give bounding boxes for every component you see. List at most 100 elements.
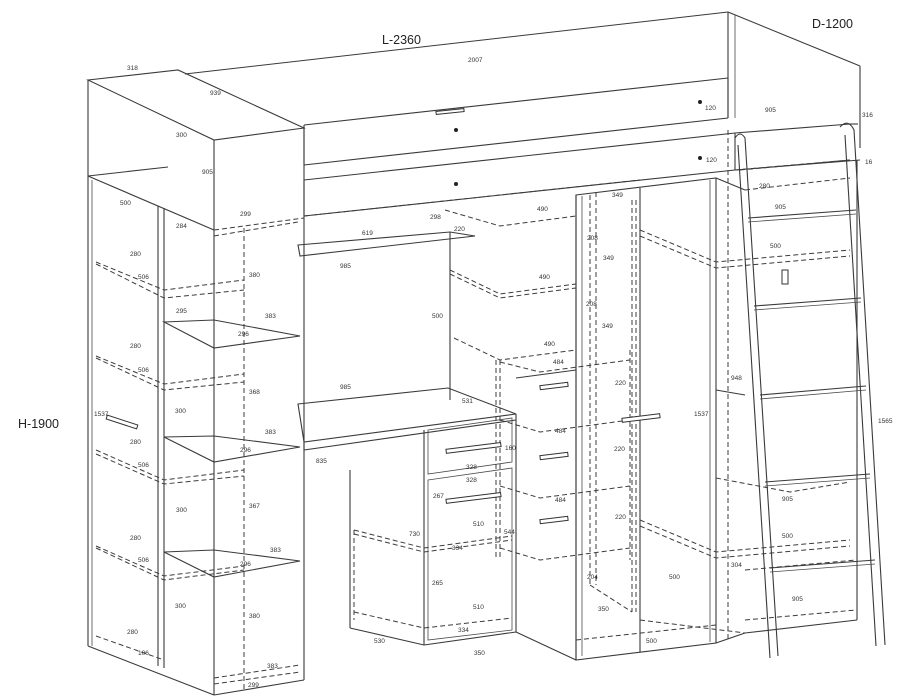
handle-drawer-bottom <box>445 492 502 504</box>
dim-label: 220 <box>614 446 625 453</box>
dim-label: 204 <box>587 574 598 581</box>
dim-label: 300 <box>175 603 186 610</box>
dim-label: 265 <box>432 580 443 587</box>
dim-label: 296 <box>240 447 251 454</box>
dim-label: 280 <box>127 629 138 636</box>
dim-label: 383 <box>265 313 276 320</box>
dim-label: 905 <box>782 496 793 503</box>
dim-label: 484 <box>553 359 564 366</box>
dim-label: 368 <box>249 389 260 396</box>
dim-label: 905 <box>792 596 803 603</box>
overall-height-label: H-1900 <box>18 417 59 431</box>
fixing-dot <box>454 182 458 186</box>
dim-label: 284 <box>176 223 187 230</box>
dim-label: 295 <box>176 308 187 315</box>
dim-label: 120 <box>706 157 717 164</box>
dim-label: 490 <box>537 206 548 213</box>
dim-label: 300 <box>176 132 187 139</box>
dim-label: 300 <box>176 507 187 514</box>
dim-label: 544 <box>504 529 515 536</box>
overall-dimensions: L-2360 D-1200 H-1900 <box>18 17 853 431</box>
dim-label: 280 <box>759 183 770 190</box>
dim-label: 296 <box>238 331 249 338</box>
dim-label: 349 <box>602 323 613 330</box>
dim-label: 220 <box>615 514 626 521</box>
dim-label: 380 <box>249 613 260 620</box>
dim-label: 500 <box>782 533 793 540</box>
dim-label: 208 <box>586 301 597 308</box>
handle-tower <box>105 414 139 430</box>
dim-label: 2007 <box>468 57 483 64</box>
dim-label: 334 <box>458 627 469 634</box>
furniture-outline <box>86 11 861 696</box>
dim-label: 730 <box>409 531 420 538</box>
ladder-rung <box>759 385 867 400</box>
dim-label: 1537 <box>694 411 709 418</box>
overall-length-label: L-2360 <box>382 33 421 47</box>
handles <box>105 100 789 525</box>
dim-label: 120 <box>705 105 716 112</box>
dim-label: 280 <box>130 251 141 258</box>
dim-label: 905 <box>775 204 786 211</box>
dim-label: 531 <box>462 398 473 405</box>
dim-label: 948 <box>731 375 742 382</box>
hidden-lines <box>95 130 857 690</box>
dim-label: 619 <box>362 230 373 237</box>
dim-label: 383 <box>270 547 281 554</box>
dim-label: 280 <box>130 535 141 542</box>
dim-label: 350 <box>598 606 609 613</box>
dim-label: 1565 <box>878 418 893 425</box>
dim-label: 490 <box>539 274 550 281</box>
handle-center-drawer-3 <box>539 515 569 525</box>
overall-depth-label: D-1200 <box>812 17 853 31</box>
dim-label: 510 <box>473 604 484 611</box>
dim-label: 490 <box>544 341 555 348</box>
dim-label: 280 <box>130 343 141 350</box>
dim-label: 835 <box>316 458 327 465</box>
dim-label: 985 <box>340 263 351 270</box>
dim-label: 506 <box>138 462 149 469</box>
dim-label: 106 <box>138 650 149 657</box>
handle-top-rail <box>435 107 465 116</box>
dim-label: 16 <box>865 159 873 166</box>
dim-label: 383 <box>265 429 276 436</box>
dim-label: 1537 <box>94 411 109 418</box>
dim-label: 506 <box>138 557 149 564</box>
fixing-dot <box>698 156 702 160</box>
dim-label: 506 <box>138 367 149 374</box>
fixing-dot <box>454 128 458 132</box>
dim-label: 316 <box>862 112 873 119</box>
ladder-rung <box>753 297 862 311</box>
dim-label: 905 <box>765 107 776 114</box>
dim-label: 220 <box>615 380 626 387</box>
dim-label: 298 <box>430 214 441 221</box>
dim-label: 380 <box>249 272 260 279</box>
dim-label: 334 <box>452 545 463 552</box>
dimension-labels: 2007 318 939 300 905 120 905 316 120 16 … <box>94 57 893 689</box>
dim-label: 500 <box>770 243 781 250</box>
dim-label: 484 <box>555 428 566 435</box>
ladder-rung <box>764 473 871 487</box>
dim-label: 530 <box>374 638 385 645</box>
dim-label: 350 <box>474 650 485 657</box>
fixing-dot <box>698 100 702 104</box>
handle-drawer-top <box>445 442 502 454</box>
dim-label: 500 <box>669 574 680 581</box>
dim-label: 484 <box>555 497 566 504</box>
dim-label: 985 <box>340 384 351 391</box>
dim-label: 328 <box>466 464 477 471</box>
dim-label: 939 <box>210 90 221 97</box>
dim-label: 299 <box>248 682 259 689</box>
dim-label: 267 <box>433 493 444 500</box>
dim-label: 500 <box>120 200 131 207</box>
dim-label: 905 <box>202 169 213 176</box>
dim-label: 349 <box>612 192 623 199</box>
handle-center-drawer-1 <box>539 381 569 391</box>
dim-label: 299 <box>240 211 251 218</box>
dim-label: 328 <box>466 477 477 484</box>
handle-center-drawer-2 <box>539 451 569 461</box>
ladder <box>734 122 886 659</box>
dim-label: 349 <box>603 255 614 262</box>
dim-label: 506 <box>138 274 149 281</box>
